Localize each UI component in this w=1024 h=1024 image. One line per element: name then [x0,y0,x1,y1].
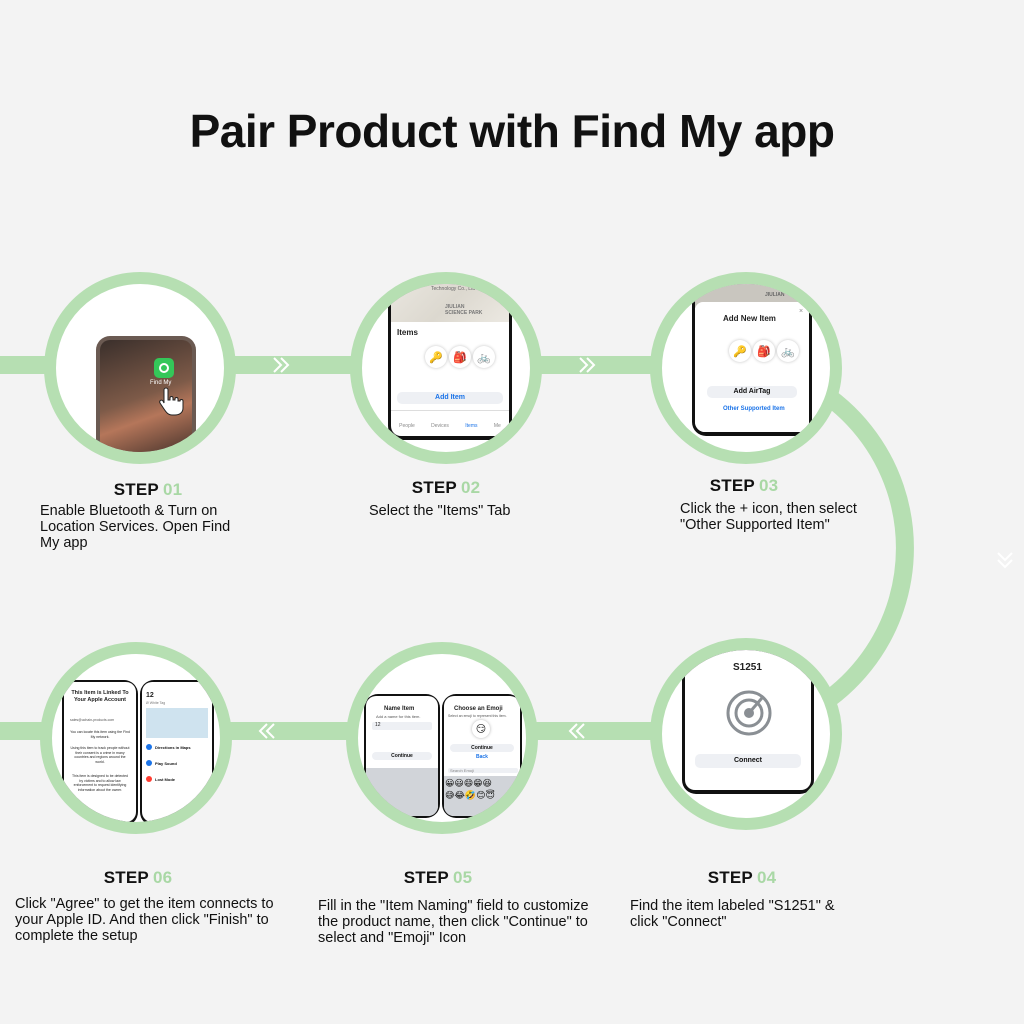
map-area [146,708,208,738]
step-04-image: S1251 × Connect [650,638,842,830]
back-link[interactable]: Back [476,754,488,760]
map-label: Technology Co., Ltd [431,286,476,292]
linked-body: You can locate this item using the Find … [70,730,130,739]
chevron-double-left-icon [258,723,275,739]
step-01-description: Enable Bluetooth & Turn on Location Serv… [40,503,231,551]
close-icon[interactable]: × [801,656,806,663]
step-03-image: JIULIAN Add New Item × 🔑 🎒 🚲 Add AirTag … [650,272,842,464]
emoji-search[interactable]: Search Emoji [448,768,518,773]
phone-frame-right: Choose an Emoji Select an emoji to repre… [442,694,522,818]
connect-button[interactable]: Connect [695,754,801,768]
hand-pointer-icon [159,387,184,416]
tab-bar: People Devices Items Me [391,410,509,433]
phone-screen: S1251 × Connect [685,650,811,790]
add-airtag-button[interactable]: Add AirTag [707,386,797,398]
continue-button[interactable]: Continue [450,744,514,752]
item-emojis: 🔑 🎒 🚲 [729,340,799,362]
keyboard[interactable] [366,768,438,816]
phone-screen: Find My [100,340,192,452]
phone-screen: Name Item Add a name for this item. 12 C… [366,696,438,816]
phone-frame: JIULIAN Add New Item × 🔑 🎒 🚲 Add AirTag … [692,284,812,436]
linked-body: Using this item to track people without … [70,746,130,764]
step-04-description: Find the item labeled "S1251" & click "C… [630,898,835,930]
item-type: Ø White Tag [146,701,166,705]
step-02-description: Select the "Items" Tab [369,503,511,519]
continue-button[interactable]: Continue [372,752,432,760]
phone-screen: Choose an Emoji Select an emoji to repre… [444,696,520,816]
step-05-image: Name Item Add a name for this item. 12 C… [346,642,538,834]
tab-people[interactable]: People [399,423,415,429]
tab-me[interactable]: Me [493,423,501,429]
step-06-image: This Item is Linked To Your Apple Accoun… [40,642,232,834]
step-06-description: Click "Agree" to get the item connects t… [15,896,274,944]
sheet [695,302,809,432]
phone-screen: This Item is Linked To Your Apple Accoun… [64,682,136,822]
account-email: sales@uchain-products.com [70,718,115,722]
bicycle-icon: 🚲 [777,340,799,362]
step-03-description: Click the + icon, then select "Other Sup… [680,501,857,533]
add-new-item-heading: Add New Item [723,314,776,323]
tab-items[interactable]: Items [465,423,478,429]
find-my-app-icon[interactable] [154,358,174,378]
backpack-icon: 🎒 [449,346,471,368]
chevron-double-left-icon [568,723,585,739]
detail-list: Directions in Maps Play Sound Lost Mode [146,744,208,782]
choose-emoji-subtitle: Select an emoji to represent this item. [448,714,507,718]
map-label: JIULIAN SCIENCE PARK [445,304,483,316]
page-title: Pair Product with Find My app [189,105,835,157]
choose-emoji-heading: Choose an Emoji [454,706,503,712]
item-emojis: 🔑 🎒 🚲 [425,346,495,368]
other-supported-item-link[interactable]: Other Supported Item [723,406,785,412]
phone-frame: S1251 × Connect [682,650,814,794]
items-heading: Items [397,328,418,337]
chevron-double-right-icon [579,357,596,373]
name-field-value: 12 [375,722,381,728]
name-field[interactable] [372,722,432,730]
tab-devices[interactable]: Devices [431,423,449,429]
phone-frame-left: This Item is Linked To Your Apple Accoun… [62,680,138,822]
phone-frame: Technology Co., Ltd JIULIAN SCIENCE PARK… [388,284,512,440]
name-item-heading: Name Item [384,706,415,712]
list-item[interactable]: Lost Mode [146,776,208,782]
chevron-double-down-icon [997,552,1013,569]
phone-screen: Technology Co., Ltd JIULIAN SCIENCE PARK… [391,284,509,436]
list-item[interactable]: Play Sound [146,760,208,766]
key-icon: 🔑 [425,346,447,368]
phone-frame-left: Name Item Add a name for this item. 12 C… [364,694,440,818]
backpack-icon: 🎒 [753,340,775,362]
phone-screen: JIULIAN Add New Item × 🔑 🎒 🚲 Add AirTag … [695,284,809,432]
lock-icon [146,776,152,782]
phone-screen: 12 Ø White Tag Directions in Maps Play S… [142,682,212,822]
emoji-keyboard[interactable]: 😀😃😄😁😆😅😂🤣😊😇 [444,776,520,816]
step-01-image: Find My [44,272,236,464]
close-icon[interactable]: × [799,308,804,315]
directions-icon [146,744,152,750]
app-label: Find My [150,380,172,386]
phone-frame-right: 12 Ø White Tag Directions in Maps Play S… [140,680,214,822]
radar-icon [726,690,772,736]
item-name: 12 [146,692,154,699]
linked-body: This item is designed to be detected by … [71,774,129,792]
map-area [391,284,509,322]
linked-heading: This Item is Linked To Your Apple Accoun… [71,690,129,703]
selected-emoji: 😏 [472,720,490,738]
map-label: JIULIAN [765,292,785,298]
list-item[interactable]: Directions in Maps [146,744,208,750]
key-icon: 🔑 [729,340,751,362]
item-label: S1251 [733,662,762,673]
bicycle-icon: 🚲 [473,346,495,368]
name-item-subtitle: Add a name for this item. [376,714,421,719]
phone-frame: Find My [96,336,196,452]
step-05-description: Fill in the "Item Naming" field to custo… [318,898,589,946]
step-02-image: Technology Co., Ltd JIULIAN SCIENCE PARK… [350,272,542,464]
add-item-button[interactable]: Add Item [397,392,503,404]
chevron-double-right-icon [273,357,290,373]
sound-icon [146,760,152,766]
